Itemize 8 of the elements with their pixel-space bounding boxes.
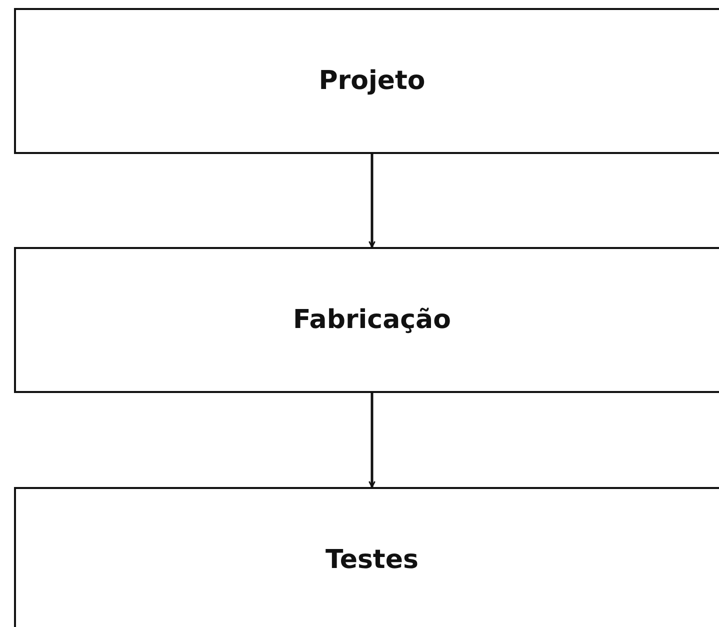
process-box [14,247,719,393]
process-box [14,487,719,627]
arrow [368,154,376,248]
step-label: Testes [326,545,418,575]
process-box [14,8,719,154]
step-label: Fabricação [293,305,451,335]
arrow [368,393,376,488]
step-label: Projeto [318,66,426,96]
